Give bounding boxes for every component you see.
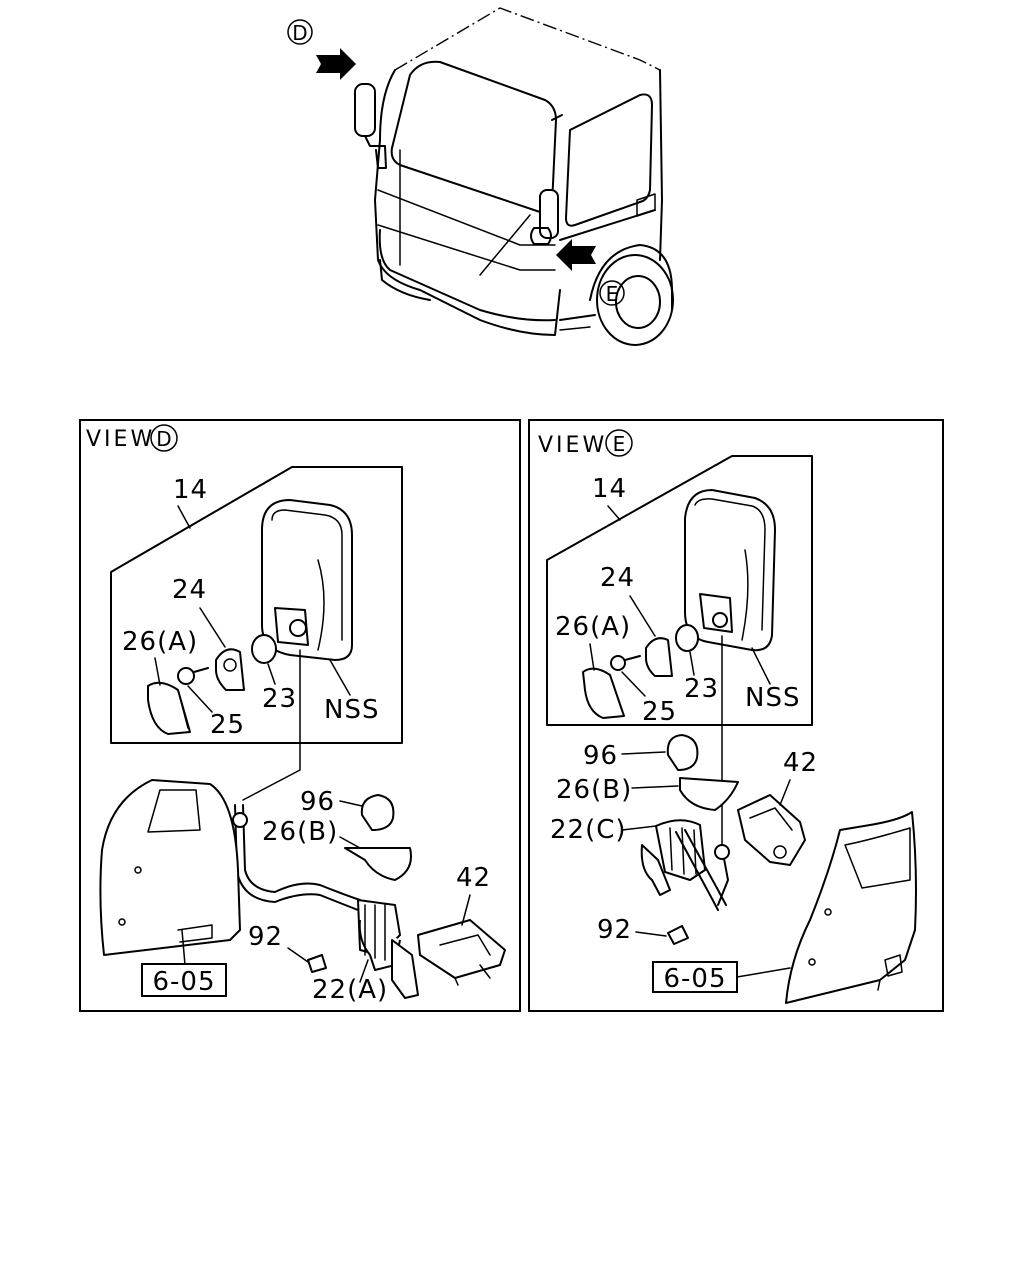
- label-92-e: 92: [597, 915, 632, 945]
- label-92: 92: [248, 922, 283, 952]
- view-d-title: VIEW: [86, 427, 155, 452]
- label-22c-e: 22(C): [550, 815, 627, 845]
- label-26a-e: 26(A): [555, 612, 631, 642]
- label-42: 42: [456, 863, 491, 893]
- label-26b-e: 26(B): [556, 775, 632, 805]
- label-96: 96: [300, 787, 335, 817]
- view-e-arrow: E: [556, 239, 625, 306]
- label-24: 24: [172, 575, 207, 605]
- view-e-marker: E: [613, 432, 626, 456]
- ref-6-05-e: 6-05: [663, 964, 726, 994]
- label-23: 23: [262, 684, 297, 714]
- view-e-panel: VIEW E 14 24 26(A) 25 23 NSS 96: [528, 419, 944, 1012]
- marker-e-label: E: [606, 282, 619, 306]
- view-e-title: VIEW: [538, 433, 607, 458]
- label-nss-e: NSS: [745, 683, 800, 713]
- label-26a: 26(A): [122, 627, 198, 657]
- label-14-e: 14: [592, 474, 627, 504]
- label-22a: 22(A): [312, 975, 388, 1005]
- ref-6-05-d: 6-05: [152, 967, 215, 997]
- label-42-e: 42: [783, 748, 818, 778]
- label-25: 25: [210, 710, 245, 740]
- marker-d-label: D: [292, 21, 307, 45]
- view-d-arrow: D: [287, 19, 356, 80]
- label-23-e: 23: [684, 674, 719, 704]
- label-24-e: 24: [600, 563, 635, 593]
- truck-cab-overview: [354, 7, 674, 346]
- label-25-e: 25: [642, 697, 677, 727]
- label-26b: 26(B): [262, 817, 338, 847]
- view-d-marker: D: [156, 427, 171, 451]
- label-14: 14: [173, 475, 208, 505]
- label-96-e: 96: [583, 741, 618, 771]
- label-nss: NSS: [324, 695, 379, 725]
- view-d-panel: VIEW D 14 24 26(A) 25 23 NSS: [79, 419, 521, 1012]
